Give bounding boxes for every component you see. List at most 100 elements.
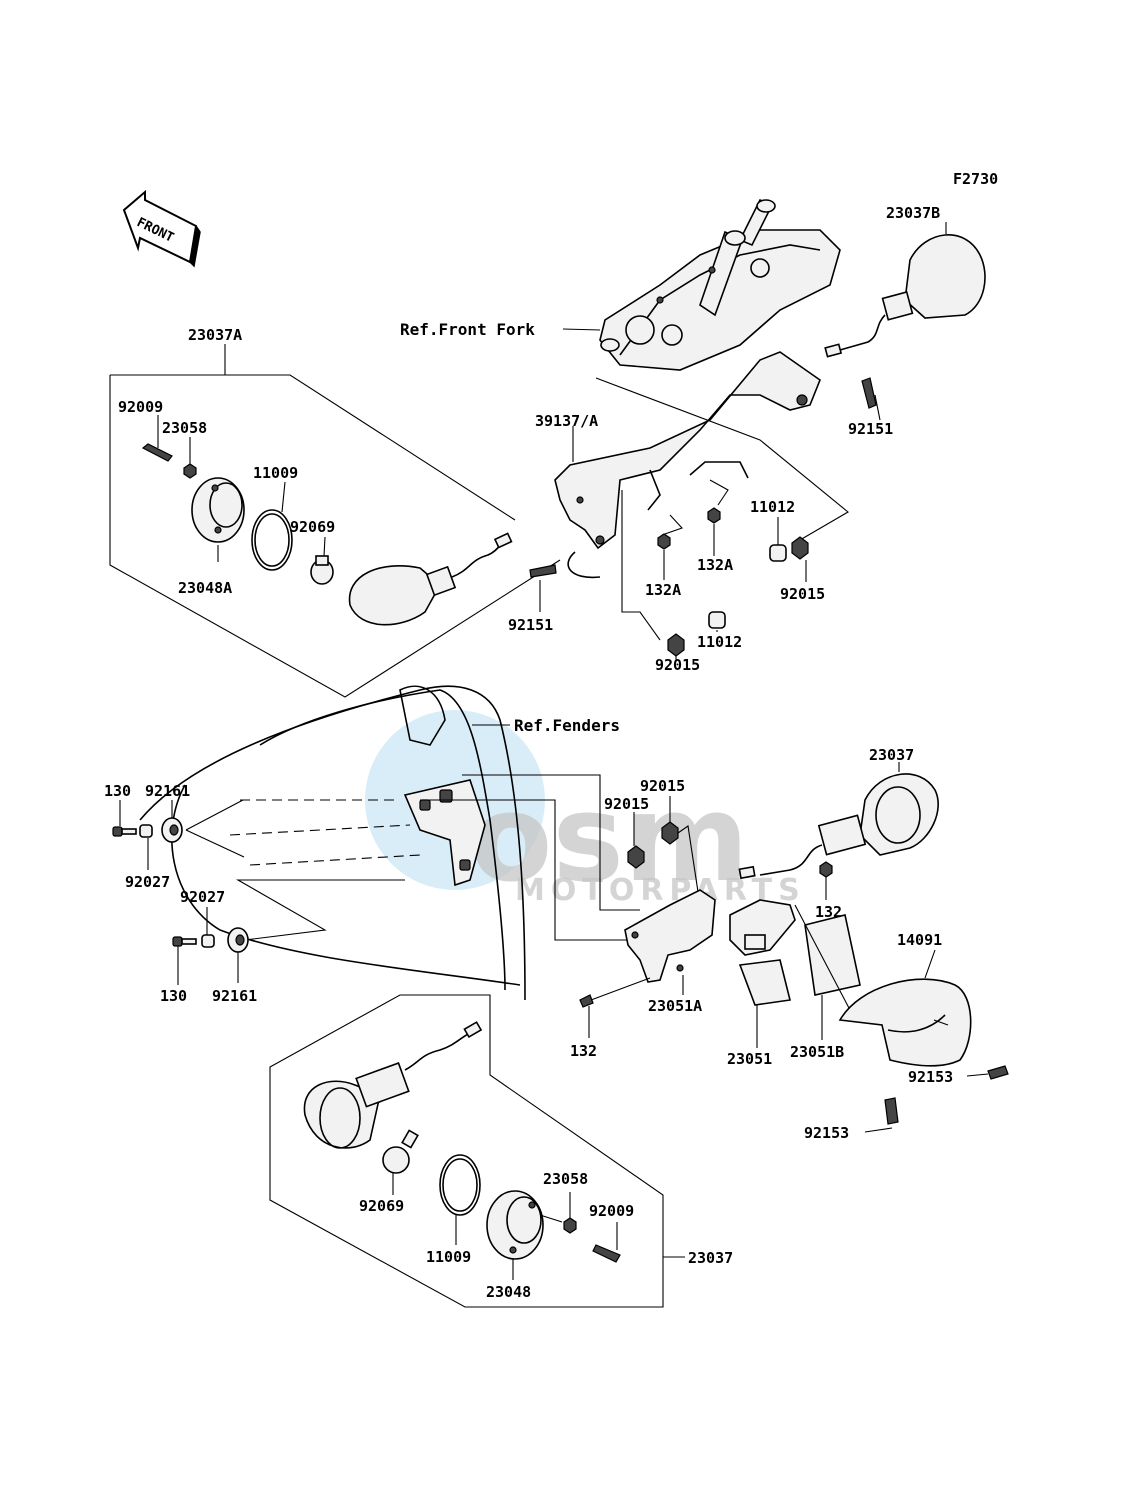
- lens-cover-icon: [191, 477, 245, 562]
- turn-signal-front-left-group: [109, 344, 561, 698]
- part-label-92161: 92161: [145, 782, 190, 800]
- screw-icon: [966, 1065, 1009, 1080]
- assembly-line: [185, 799, 245, 858]
- bolt-icon: [112, 800, 137, 837]
- bolt-icon: [172, 936, 197, 985]
- bolt-icon: [579, 994, 594, 1038]
- lens-cover-icon: [486, 1190, 563, 1280]
- part-label-11009: 11009: [253, 464, 298, 482]
- watermark-sub: MOTORPARTS: [515, 873, 806, 908]
- part-label-130: 130: [104, 782, 131, 800]
- part-label-11012: 11012: [697, 633, 742, 651]
- part-label-92027: 92027: [180, 888, 225, 906]
- part-label-132: 132: [815, 903, 842, 921]
- screw-icon: [592, 1222, 621, 1263]
- part-label-92161: 92161: [212, 987, 257, 1005]
- grommet-icon: [227, 927, 249, 983]
- part-label-14091: 14091: [897, 931, 942, 949]
- gasket-ring-icon: [439, 1154, 481, 1245]
- part-label-132A: 132A: [645, 581, 681, 599]
- part-label-130: 130: [160, 987, 187, 1005]
- bulb-icon: [310, 536, 334, 585]
- part-label-132A: 132A: [697, 556, 733, 574]
- watermark-brand: osm: [470, 770, 749, 909]
- screw-icon: [529, 564, 557, 612]
- assembly-line: [677, 825, 701, 906]
- turn-signal-lamp-icon: [348, 532, 513, 626]
- part-label-23048: 23048: [486, 1283, 531, 1301]
- ref-fenders-label: Ref.Fenders: [514, 716, 620, 735]
- turn-signal-lamp-icon: [303, 1021, 483, 1149]
- assembly-line: [462, 774, 640, 911]
- nut-icon: [183, 437, 197, 479]
- collar-icon: [708, 611, 726, 632]
- part-label-23051B: 23051B: [790, 1043, 844, 1061]
- turn-signal-rear-left-group: [269, 994, 685, 1308]
- part-label-23058: 23058: [543, 1170, 588, 1188]
- assembly-line: [235, 879, 405, 941]
- part-label-23037B: 23037B: [886, 204, 940, 222]
- part-label-11009: 11009: [426, 1248, 471, 1266]
- group-box-outline: [109, 374, 561, 698]
- nut-icon: [563, 1192, 577, 1234]
- assembly-line: [595, 377, 849, 541]
- part-label-39137-A: 39137/A: [535, 412, 598, 430]
- part-label-132: 132: [570, 1042, 597, 1060]
- grommet-icon: [667, 633, 685, 660]
- part-label-23058: 23058: [162, 419, 207, 437]
- part-label-23051: 23051: [727, 1050, 772, 1068]
- part-label-23048A: 23048A: [178, 579, 232, 597]
- bracket-39137-icon: [554, 351, 821, 579]
- screw-icon: [141, 415, 173, 462]
- grommet-icon: [791, 536, 809, 582]
- part-label-92009: 92009: [118, 398, 163, 416]
- part-label-23037: 23037: [688, 1249, 733, 1267]
- part-label-92151: 92151: [508, 616, 553, 634]
- bulb-icon: [382, 1129, 419, 1195]
- gasket-ring-icon: [251, 481, 293, 571]
- assembly-line: [794, 904, 851, 1011]
- assembly-line: [661, 514, 683, 536]
- part-label-92009: 92009: [589, 1202, 634, 1220]
- grommet-icon: [627, 812, 645, 869]
- part-label-23037: 23037: [869, 746, 914, 764]
- license-plate-holder-icon: [804, 914, 861, 1040]
- rear-flap-icon: [838, 949, 972, 1067]
- grommet-icon: [161, 800, 183, 843]
- bolt-icon: [819, 861, 833, 900]
- license-bracket-icon: [624, 889, 716, 995]
- part-label-23037A: 23037A: [188, 326, 242, 344]
- leader-line: [562, 328, 601, 331]
- turn-signal-rear-right-icon: [738, 762, 939, 880]
- assembly-line: [420, 799, 630, 941]
- part-label-11012: 11012: [750, 498, 795, 516]
- front-arrow-icon: FRONT: [122, 189, 201, 268]
- watermark: osm MOTORPARTS: [365, 710, 806, 909]
- grommet-icon: [661, 796, 679, 845]
- part-label-92069: 92069: [359, 1197, 404, 1215]
- screw-icon: [864, 1097, 899, 1133]
- spacer-icon: [201, 907, 215, 948]
- part-label-92015: 92015: [640, 777, 685, 795]
- license-light-bracket-icon: [729, 899, 796, 1048]
- spacer-icon: [139, 824, 153, 870]
- part-label-92069: 92069: [290, 518, 335, 536]
- part-label-92015: 92015: [604, 795, 649, 813]
- part-label-23051A: 23051A: [648, 997, 702, 1015]
- ref-front-fork-label: Ref.Front Fork: [400, 320, 535, 339]
- figure-code: F2730: [953, 170, 998, 188]
- collar-icon: [769, 517, 787, 562]
- part-label-92153: 92153: [804, 1124, 849, 1142]
- turn-signal-front-right-icon: [824, 222, 986, 358]
- group-box-outline: [269, 994, 664, 1308]
- part-label-92151: 92151: [848, 420, 893, 438]
- part-label-92015: 92015: [655, 656, 700, 674]
- assembly-line: [590, 977, 651, 1001]
- screw-icon: [861, 377, 881, 421]
- part-label-92015: 92015: [780, 585, 825, 603]
- nut-icon: [707, 507, 721, 556]
- nut-icon: [657, 533, 671, 580]
- assembly-line: [709, 479, 729, 506]
- part-label-92027: 92027: [125, 873, 170, 891]
